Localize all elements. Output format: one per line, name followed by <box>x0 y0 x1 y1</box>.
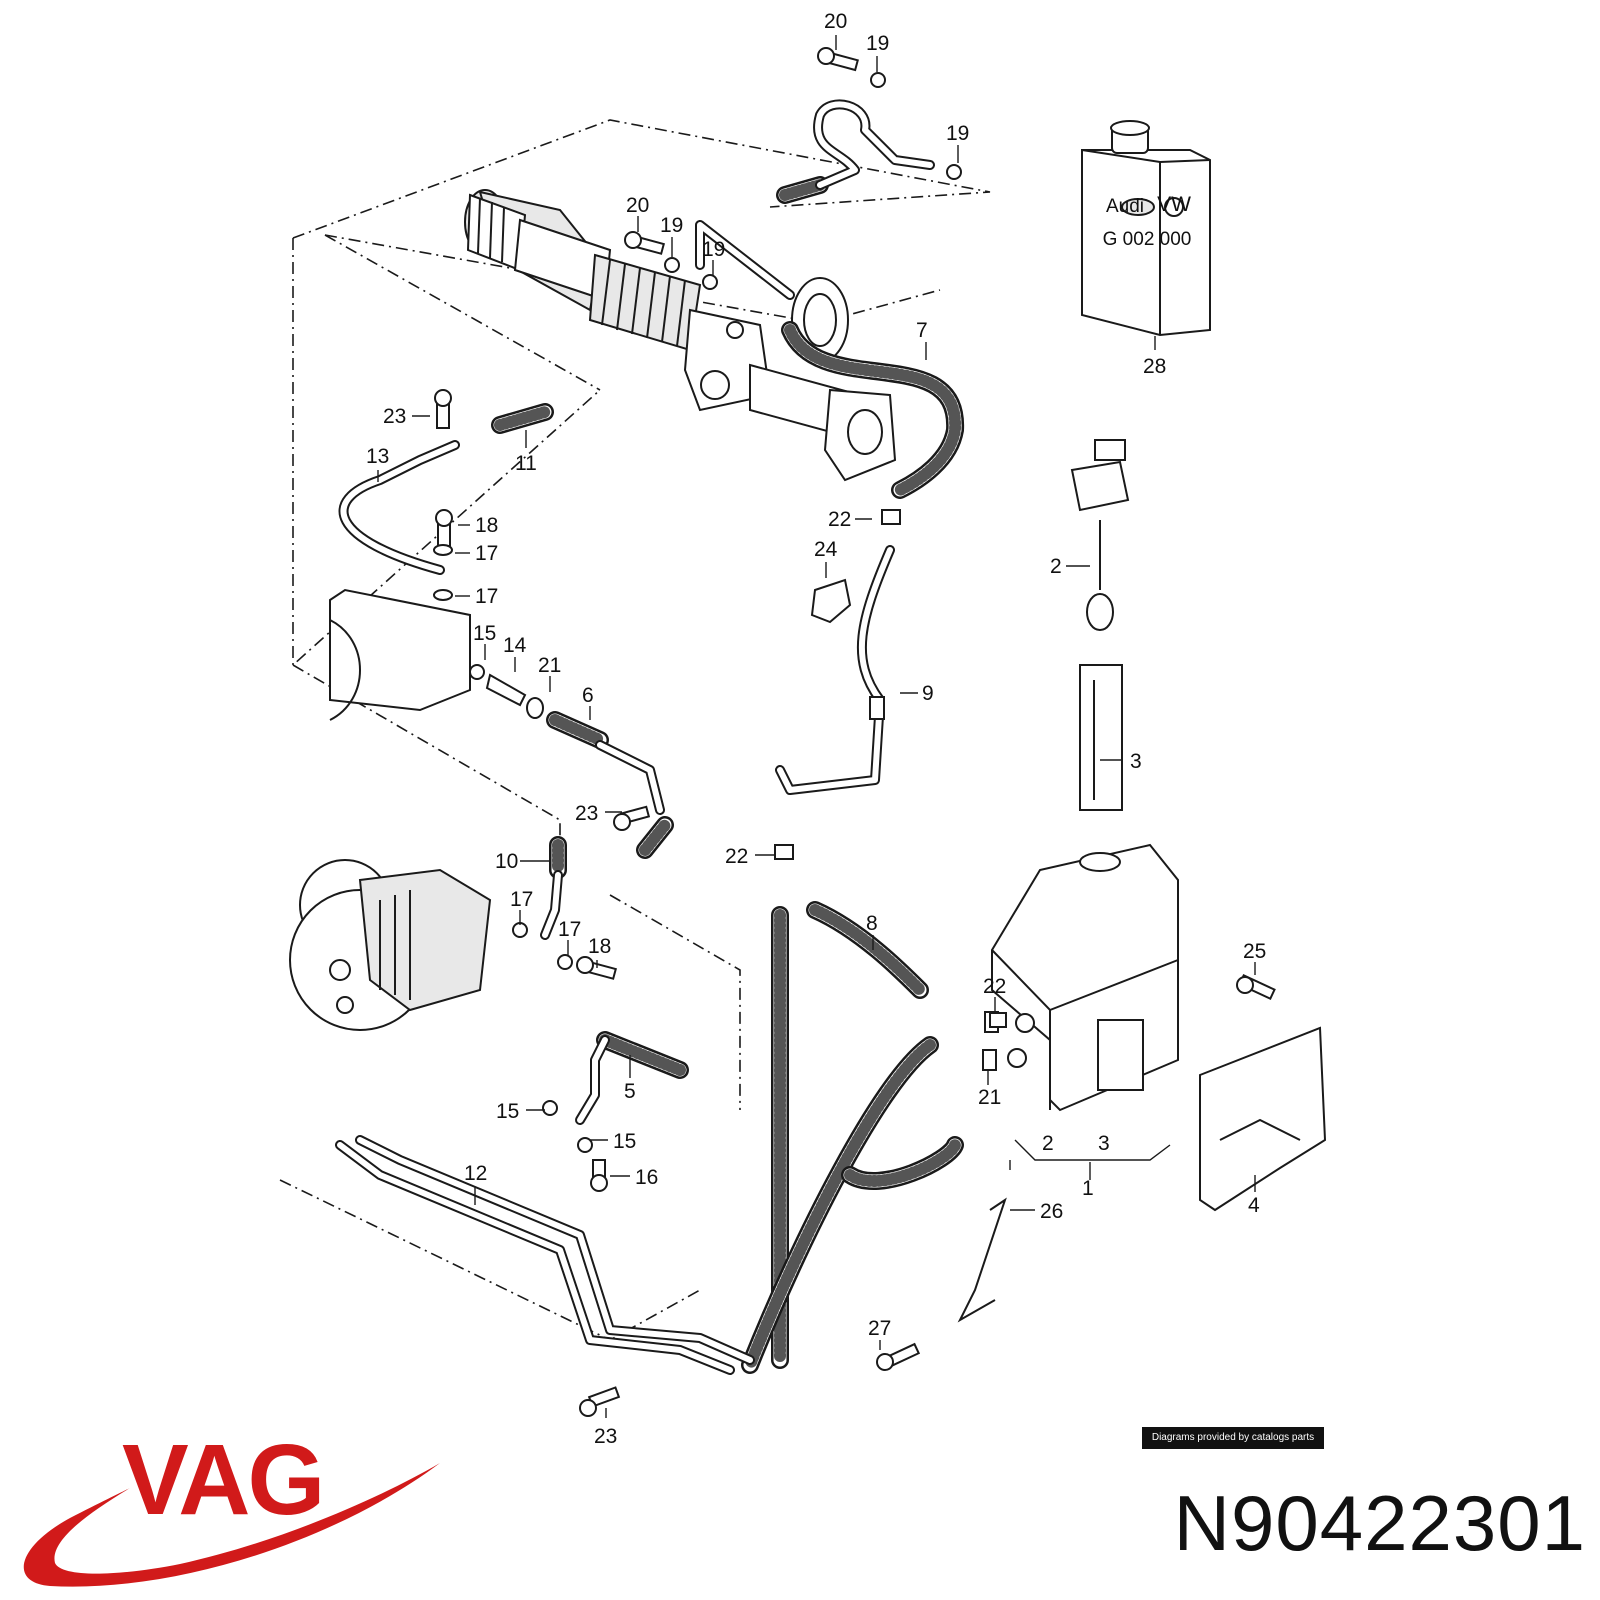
callout: 23 <box>575 802 598 825</box>
callouts: 20 19 19 20 19 19 7 28 23 11 13 18 17 17… <box>366 10 1266 1448</box>
callout: 17 <box>558 918 581 941</box>
callout: 3 <box>1130 750 1142 773</box>
leader-lines <box>377 35 1256 1418</box>
steering-rack <box>464 189 897 482</box>
diagram-credit-badge: Diagrams provided by catalogs parts <box>1142 1427 1324 1449</box>
rack-boot-left <box>466 193 527 272</box>
callout: 15 <box>496 1100 519 1123</box>
callout: 18 <box>475 514 498 537</box>
callout: 19 <box>946 122 969 145</box>
fluid-can: Audi VW G 002 000 <box>1081 120 1211 337</box>
power-steering-pump <box>289 588 492 1031</box>
callout: 7 <box>916 319 928 342</box>
callout: 20 <box>824 10 847 33</box>
callout: 10 <box>495 850 518 873</box>
callout: 27 <box>868 1317 891 1340</box>
callout: 11 <box>515 452 537 475</box>
callout: 28 <box>1143 355 1166 378</box>
callout: 18 <box>588 935 611 958</box>
callout: 20 <box>626 194 649 217</box>
audi-logo-text: Audi <box>1106 196 1144 217</box>
callout: 17 <box>510 888 533 911</box>
callout: 25 <box>1243 940 1266 963</box>
callout: 2 <box>1042 1132 1054 1155</box>
callout: 15 <box>473 622 496 645</box>
callout: 22 <box>725 845 748 868</box>
callout: 15 <box>613 1130 636 1153</box>
callout: 24 <box>814 538 838 561</box>
callout: 13 <box>366 445 389 468</box>
logo-swoosh <box>23 1463 440 1587</box>
pipes <box>335 99 935 1375</box>
callout: 5 <box>624 1080 636 1103</box>
callout: 2 <box>1050 555 1062 578</box>
callout: 17 <box>475 542 498 565</box>
vw-logo-text: VW <box>1157 193 1191 216</box>
oil-can-label: G 002 000 <box>1103 229 1192 250</box>
callout: 12 <box>464 1162 487 1185</box>
callout: 3 <box>1098 1132 1110 1155</box>
callout: 23 <box>594 1425 617 1448</box>
callout: 16 <box>635 1166 658 1189</box>
callout: 8 <box>866 912 878 935</box>
callout: 22 <box>828 508 851 531</box>
callout: 9 <box>922 682 934 705</box>
callout: 21 <box>978 1086 1001 1109</box>
callout: 17 <box>475 585 498 608</box>
hoses <box>491 176 965 1374</box>
part-number: N90422301 <box>1173 1479 1586 1567</box>
callout: 26 <box>1040 1200 1063 1223</box>
vw-logo <box>1164 197 1184 217</box>
vag-logo: VAG <box>23 1424 440 1587</box>
rack-boot-right <box>588 253 702 352</box>
callout: 21 <box>538 654 561 677</box>
callout: 14 <box>503 634 527 657</box>
callout: 23 <box>383 405 406 428</box>
callout: 19 <box>660 214 683 237</box>
hardware <box>433 47 1007 1417</box>
callout: 19 <box>702 238 725 261</box>
audi-logo <box>1121 198 1155 216</box>
callout: 22 <box>983 975 1006 998</box>
callout: 1 <box>1082 1177 1094 1200</box>
reservoir-assembly <box>876 439 1327 1371</box>
logo-text: VAG <box>122 1424 322 1536</box>
callout: 4 <box>1248 1194 1260 1217</box>
callout: 6 <box>582 684 594 707</box>
callout: 19 <box>866 32 889 55</box>
